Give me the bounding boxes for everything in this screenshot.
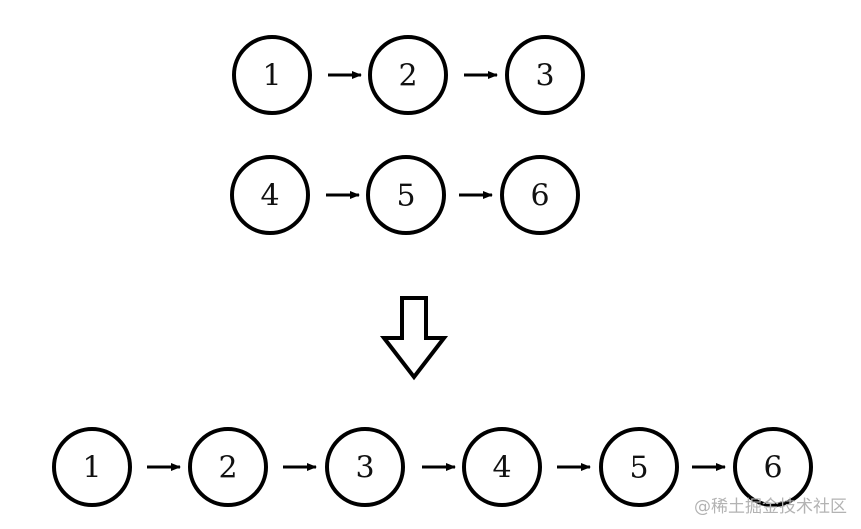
node-value: 3 [355, 451, 374, 486]
list-b-node-6: 6 [500, 155, 580, 235]
node-circle [230, 155, 310, 235]
node-value: 6 [763, 451, 782, 486]
merged-node-2: 2 [188, 427, 268, 507]
list-a: 1 2 3 [232, 35, 585, 115]
node-circle [500, 155, 580, 235]
node-value: 3 [535, 59, 554, 94]
node-value: 5 [629, 451, 648, 486]
node-value: 4 [492, 451, 511, 486]
node-circle [599, 427, 679, 507]
merge-down-arrow-icon [379, 296, 449, 381]
list-a-node-1: 1 [232, 35, 312, 115]
merged-node-6: 6 [733, 427, 813, 507]
merged-node-1: 1 [52, 427, 132, 507]
node-value: 2 [218, 451, 237, 486]
list-b-node-5: 5 [366, 155, 446, 235]
node-circle [188, 427, 268, 507]
merged-list: 1 2 3 4 5 6 [52, 427, 813, 507]
merged-node-5: 5 [599, 427, 679, 507]
node-value: 1 [262, 59, 281, 94]
node-circle [505, 35, 585, 115]
node-circle [368, 35, 448, 115]
node-circle [232, 35, 312, 115]
node-value: 1 [82, 451, 101, 486]
node-circle [733, 427, 813, 507]
list-a-node-2: 2 [368, 35, 448, 115]
node-value: 4 [260, 179, 279, 214]
list-b-node-4: 4 [230, 155, 310, 235]
node-circle [462, 427, 542, 507]
list-a-node-3: 3 [505, 35, 585, 115]
node-value: 2 [398, 59, 417, 94]
node-circle [52, 427, 132, 507]
node-value: 5 [396, 179, 415, 214]
watermark: @稀土掘金技术社区 [694, 497, 847, 517]
merged-node-3: 3 [325, 427, 405, 507]
merged-node-4: 4 [462, 427, 542, 507]
node-value: 6 [530, 179, 549, 214]
node-circle [325, 427, 405, 507]
list-b: 4 5 6 [230, 155, 580, 235]
node-circle [366, 155, 446, 235]
